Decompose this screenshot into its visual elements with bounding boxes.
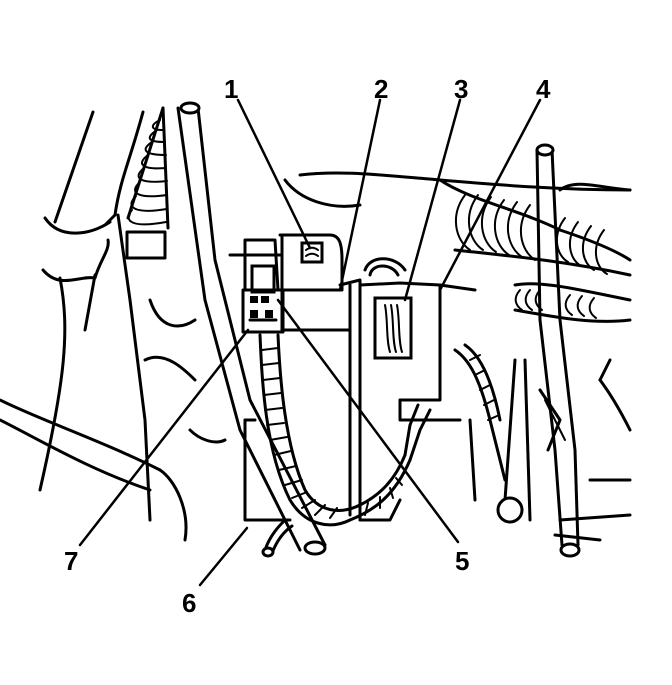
callout-2: 2 (374, 74, 389, 104)
callout-6: 6 (182, 588, 197, 618)
left-structure (0, 110, 227, 542)
leader-7 (78, 328, 250, 547)
center-harness (258, 333, 432, 527)
leader-lines (78, 98, 542, 587)
callout-3: 3 (454, 74, 469, 104)
leader-6 (198, 526, 249, 587)
leader-1 (236, 98, 312, 250)
callout-4: 4 (536, 74, 551, 104)
right-tube (535, 143, 581, 558)
left-tube (176, 101, 327, 556)
left-conduit (125, 106, 170, 260)
right-linkage (453, 343, 632, 542)
leader-5 (276, 298, 460, 544)
right-conduit (283, 171, 632, 323)
leader-3 (403, 98, 462, 302)
small-connector (241, 238, 285, 334)
leader-2 (338, 98, 382, 292)
leader-4 (438, 98, 542, 292)
module-housing (338, 257, 477, 522)
small-tube (261, 518, 294, 558)
callout-7: 7 (64, 546, 79, 576)
callout-5: 5 (455, 546, 470, 576)
callout-1: 1 (224, 74, 239, 104)
